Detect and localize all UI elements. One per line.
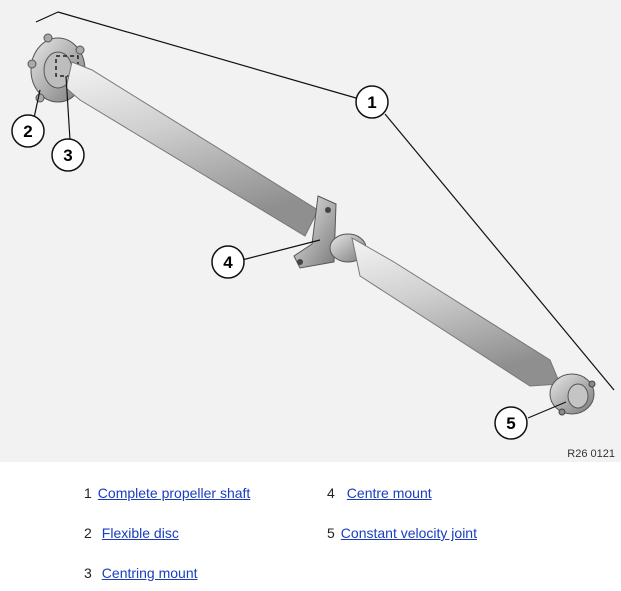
legend-link-flexible-disc[interactable]: Flexible disc bbox=[101, 525, 179, 541]
rear-shaft-tube bbox=[351, 237, 561, 387]
callout-5: 5 bbox=[494, 406, 528, 440]
propeller-shaft-illustration: 1 2 3 4 5 bbox=[11, 11, 615, 440]
legend-link-complete-propeller-shaft[interactable]: Complete propeller shaft bbox=[97, 485, 251, 501]
cv-joint-graphic bbox=[549, 373, 596, 416]
legend-link-centre-mount[interactable]: Centre mount bbox=[346, 485, 432, 501]
svg-text:3: 3 bbox=[63, 146, 72, 165]
svg-text:2: 2 bbox=[23, 122, 32, 141]
front-shaft-tube bbox=[65, 61, 319, 237]
svg-text:1: 1 bbox=[367, 93, 376, 112]
leader-lines bbox=[33, 11, 615, 419]
callout-3: 3 bbox=[51, 138, 85, 172]
legend-link-centring-mount[interactable]: Centring mount bbox=[101, 565, 198, 581]
diagram-figure: 1 2 3 4 5 R26 0121 bbox=[0, 0, 621, 462]
svg-text:5: 5 bbox=[506, 414, 515, 433]
legend-link-constant-velocity-joint[interactable]: Constant velocity joint bbox=[340, 525, 477, 541]
svg-text:4: 4 bbox=[223, 253, 233, 272]
callout-1: 1 bbox=[355, 85, 389, 119]
callout-2: 2 bbox=[11, 114, 45, 148]
callout-4: 4 bbox=[211, 245, 245, 279]
figure-reference: R26 0121 bbox=[567, 448, 615, 460]
